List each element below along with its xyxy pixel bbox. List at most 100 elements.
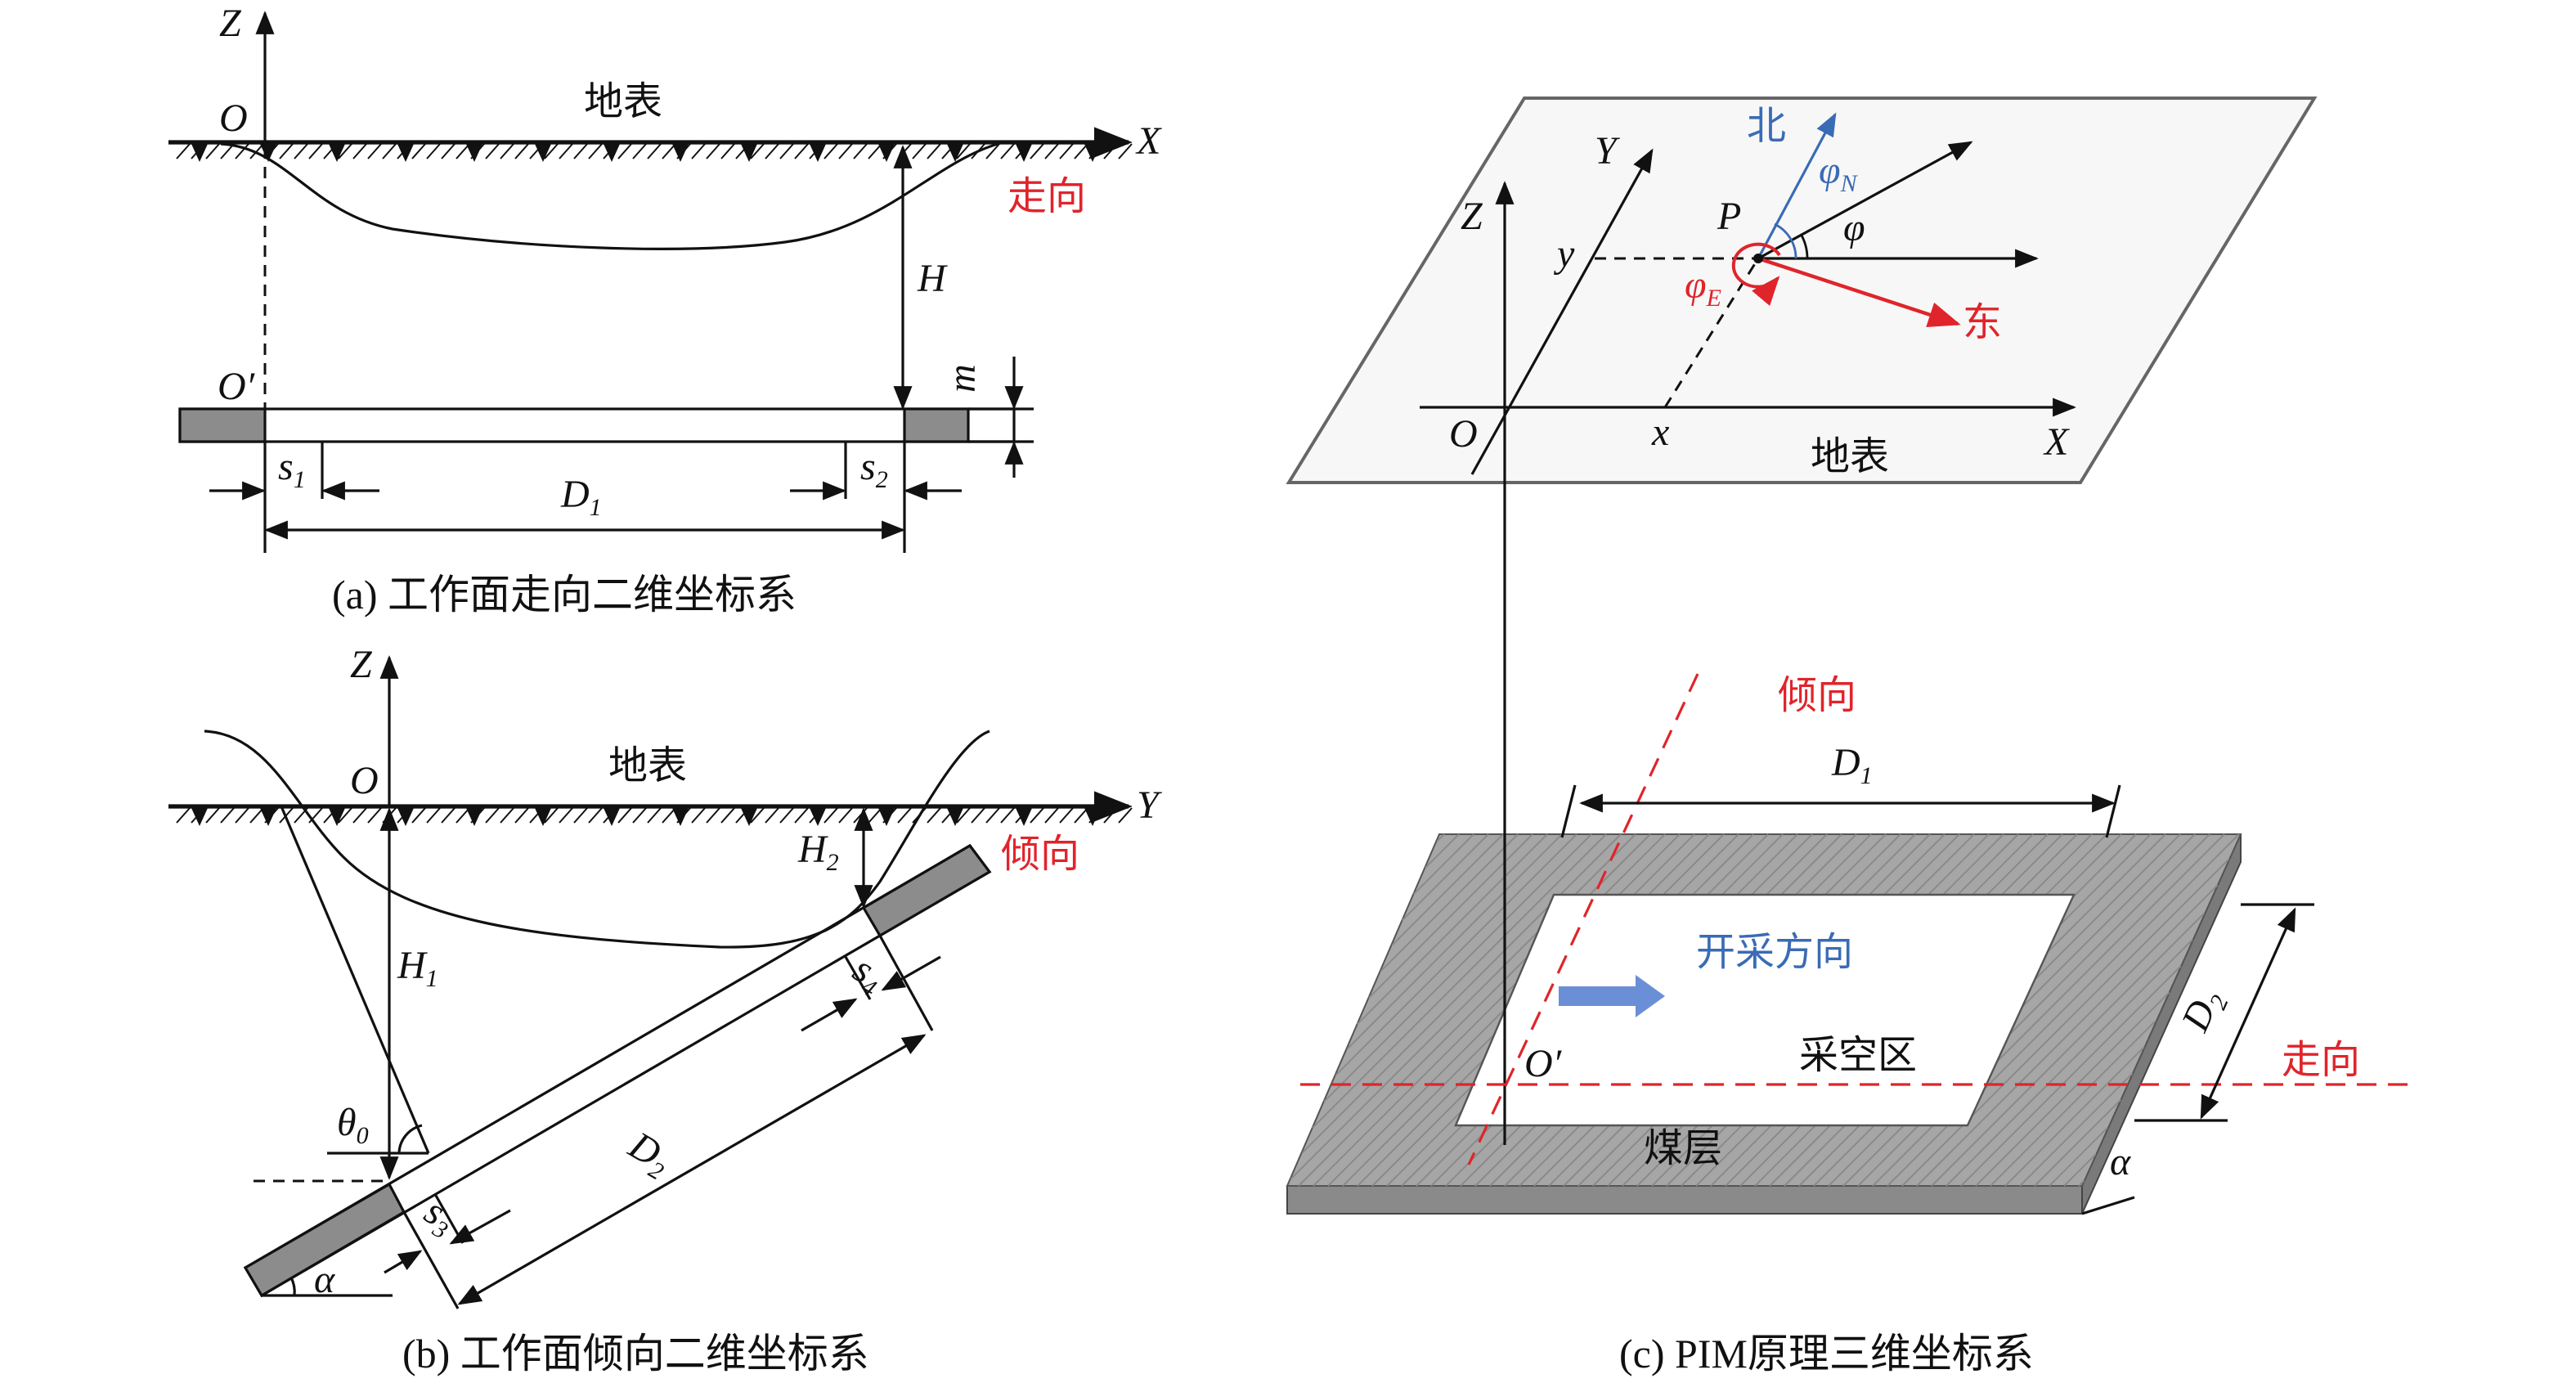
ground-spike-mark xyxy=(329,144,345,162)
hatch-line xyxy=(1960,965,2182,1187)
hatch-line xyxy=(662,807,676,824)
hatch-line xyxy=(720,143,735,159)
hatch-line xyxy=(779,143,794,159)
ground-spike-mark xyxy=(329,808,345,826)
y-axis-label: Y xyxy=(1137,784,1162,827)
hatch-line xyxy=(367,807,382,824)
y-axis-label: Y xyxy=(1595,129,1620,173)
origin-prime-label: O′ xyxy=(218,365,256,408)
coal-pillar-right xyxy=(903,407,970,443)
hatch-line xyxy=(985,143,1000,159)
h2-label: H2 xyxy=(797,828,839,876)
ground-spike-mark xyxy=(604,144,620,162)
hatch-line xyxy=(382,143,397,159)
ground-hatching xyxy=(176,807,1133,826)
hatch-line xyxy=(691,143,706,159)
hatch-line xyxy=(1887,833,2240,1187)
hatch-line xyxy=(1059,143,1074,159)
coal-seam-label: 煤层 xyxy=(1644,1127,1722,1170)
hatch-line xyxy=(205,807,220,824)
hatch-line xyxy=(1945,939,2193,1187)
hatch-line xyxy=(544,143,559,159)
hatch-line xyxy=(1323,833,1592,1102)
hatch-line xyxy=(1916,884,2219,1187)
ground-spike-mark xyxy=(191,808,208,826)
hatch-line xyxy=(514,143,529,159)
hatch-line xyxy=(1103,143,1118,159)
hatch-line xyxy=(500,143,514,159)
hatch-line xyxy=(1030,807,1044,824)
caption-c: (c) PIM原理三维坐标系 xyxy=(1619,1331,2034,1376)
s4-label: s4 xyxy=(844,947,892,1003)
origin-label: O xyxy=(219,97,248,140)
panel-b-dip-section: Z O 地表 Y 倾向 H1 H2 θ0 α D2 s3 s4 (b) 工作面倾… xyxy=(168,643,1162,1376)
ground-spike-mark xyxy=(535,144,551,162)
ground-spike-mark xyxy=(810,808,826,826)
point-p-label: P xyxy=(1717,195,1741,238)
hatch-line xyxy=(176,807,191,824)
hatch-line xyxy=(1000,143,1015,159)
hatch-line xyxy=(1857,833,2210,1187)
hatch-line xyxy=(220,807,235,824)
hatch-line xyxy=(1103,807,1118,824)
hatch-line xyxy=(617,143,632,159)
d1-label: D1 xyxy=(560,473,602,521)
hatch-line xyxy=(765,143,779,159)
east-arrow xyxy=(1757,256,1961,327)
hatch-line xyxy=(426,807,441,824)
hatch-line xyxy=(1044,143,1059,159)
ground-spike-mark xyxy=(260,808,276,826)
hatch-line xyxy=(927,807,941,824)
hatch-line xyxy=(706,143,720,159)
hatch-line xyxy=(956,807,971,824)
z-axis-label: Z xyxy=(1461,195,1483,238)
ground-spike-mark xyxy=(878,808,895,826)
hatch-line xyxy=(1118,143,1133,159)
dimension-lines xyxy=(1560,784,2314,1215)
hatch-line xyxy=(824,143,838,159)
origin-label: O xyxy=(350,759,379,802)
hatch-line xyxy=(456,807,470,824)
x-coordinate-label: x xyxy=(1651,411,1669,454)
hatch-line xyxy=(588,143,603,159)
hatch-line xyxy=(617,807,632,824)
hatch-line xyxy=(559,143,573,159)
hatch-line xyxy=(868,143,882,159)
east-label: 东 xyxy=(1963,301,2002,344)
phi-arc xyxy=(1799,233,1809,259)
strike-direction-arrow xyxy=(1757,141,1973,260)
origin-prime-label: O′ xyxy=(1524,1042,1563,1085)
hatch-line xyxy=(514,807,529,824)
y-coordinate-label: y xyxy=(1553,232,1575,276)
hatch-line xyxy=(765,807,779,824)
d1-label: D1 xyxy=(1831,741,1873,789)
ground-spike-mark xyxy=(397,144,414,162)
hatch-line xyxy=(838,143,853,159)
hatch-line xyxy=(352,143,367,159)
hatch-line xyxy=(573,807,588,824)
hatch-line xyxy=(338,807,352,824)
panel-a-strike-section: Z O 地表 X 走向 H O′ m s1 s2 D1 (a) 工作面走向二维坐… xyxy=(168,2,1162,617)
ground-spike-mark xyxy=(741,808,757,826)
z-axis-label: Z xyxy=(219,2,242,45)
surface-label: 地表 xyxy=(1811,435,1889,478)
hatch-line xyxy=(720,807,735,824)
hatch-line xyxy=(176,143,191,159)
north-arrow xyxy=(1757,112,1837,259)
caption-b: (b) 工作面倾向二维坐标系 xyxy=(402,1331,869,1376)
hatch-line xyxy=(1391,833,1504,946)
y-axis xyxy=(1470,148,1654,475)
hatch-line xyxy=(1975,991,2170,1187)
s2-label: s2 xyxy=(860,445,888,493)
ground-spike-mark xyxy=(397,808,414,826)
alpha-label: α xyxy=(2110,1140,2131,1183)
hatch-line xyxy=(912,143,927,159)
hatch-line xyxy=(779,807,794,824)
ground-spike-mark xyxy=(672,808,689,826)
seam-section xyxy=(178,407,1016,443)
hatch-line xyxy=(647,143,662,159)
hatch-line xyxy=(308,143,323,159)
ground-spike-mark xyxy=(466,808,482,826)
hatch-line xyxy=(367,143,382,159)
